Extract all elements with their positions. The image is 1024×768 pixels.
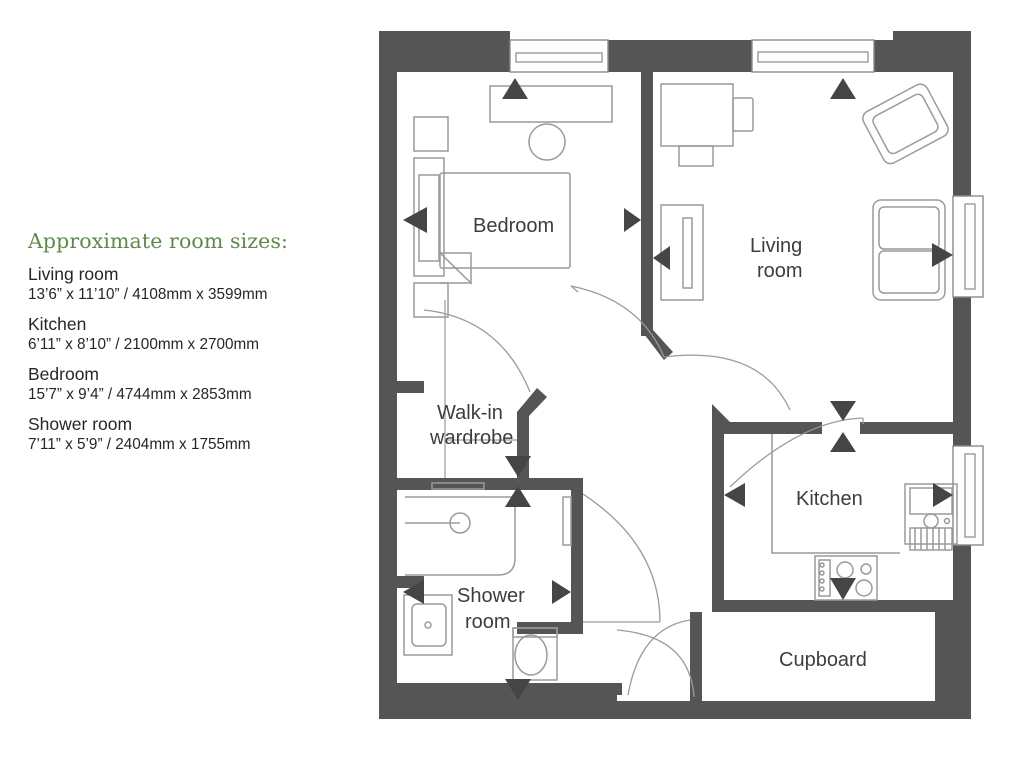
room-label-cupboard: Cupboard (779, 649, 867, 671)
room-label-bedroom: Bedroom (473, 215, 554, 237)
room-label-walkin-wardrobe-line2: wardrobe (429, 427, 513, 449)
room-size-entry-kitchen: Kitchen 6’11” x 8’10” / 2100mm x 2700mm (28, 314, 358, 355)
room-size-dims-living-room: 13’6” x 11’10” / 4108mm x 3599mm (28, 286, 268, 303)
room-size-entry-shower-room: Shower room 7’11” x 5’9” / 2404mm x 1755… (28, 414, 358, 455)
armchair (862, 83, 949, 165)
room-label-shower-room-line2: room (465, 611, 511, 633)
room-sizes-heading: Approximate room sizes: (28, 229, 289, 253)
dining-table-base (678, 145, 714, 167)
arrow-bedroom-width-left (403, 207, 427, 233)
kitchen-worktop (771, 434, 900, 554)
room-size-dims-shower-room: 7’11” x 5’9” / 2404mm x 1755mm (28, 436, 251, 453)
windows (509, 39, 984, 546)
room-size-dims-kitchen: 6’11” x 8’10” / 2100mm x 2700mm (28, 336, 259, 353)
wash-basin (403, 594, 453, 656)
dining-table (660, 83, 734, 147)
room-size-name-shower-room: Shower room (28, 414, 133, 434)
towel-rail (562, 496, 572, 546)
room-label-walkin-wardrobe-line1: Walk-in (437, 402, 503, 424)
arrow-shower-width-left (403, 580, 424, 604)
door-arc-entrance-hall (616, 629, 695, 698)
interior-walls (397, 72, 953, 701)
arrow-kitchen-width-right (933, 483, 953, 507)
shower-room-furniture (403, 482, 572, 681)
door-arc-living (663, 354, 791, 411)
arrow-kitchen-depth-top2 (830, 432, 856, 452)
toilet (512, 627, 558, 681)
door-arc-shower (582, 493, 661, 623)
room-size-entry-bedroom: Bedroom 15’7” x 9’4” / 4744mm x 2853mm (28, 364, 358, 405)
door-arc-cupboard (627, 619, 691, 696)
dressing-table (489, 85, 613, 123)
door-arc-walkin (423, 309, 531, 393)
room-label-living-room-line1: Living (750, 235, 802, 257)
door-arcs (423, 285, 864, 698)
arrow-shower-depth-bottom (505, 679, 531, 700)
bedside-table-left (413, 116, 449, 152)
bed-fold (438, 252, 472, 285)
arrow-shower-depth-top (505, 486, 531, 507)
arrow-kitchen-depth-bottom (830, 578, 856, 600)
arrow-bedroom-depth-top (502, 78, 528, 99)
door-arc-kitchen (729, 417, 864, 488)
kitchen-sink (904, 483, 958, 551)
bedroom-furniture (413, 85, 613, 318)
sofa (872, 199, 946, 301)
window-living-room-right (952, 195, 984, 298)
exterior-walls (379, 31, 971, 719)
arrow-living-width-right (932, 243, 953, 267)
dining-chair (732, 97, 754, 132)
door-arc-bedroom (570, 285, 665, 358)
window-kitchen-right (952, 445, 984, 546)
room-label-shower-room-line1: Shower (457, 585, 525, 607)
room-label-living-room-line2: room (757, 260, 803, 282)
bed (439, 172, 571, 269)
room-sizes-panel: Approximate room sizes: Living room 13’6… (28, 228, 358, 464)
room-label-kitchen: Kitchen (796, 488, 863, 510)
arrow-living-width-left (653, 246, 670, 270)
room-labels: Bedroom Living room Walk-in wardrobe Sho… (429, 215, 867, 671)
room-size-name-bedroom: Bedroom (28, 364, 100, 384)
dimension-arrows (403, 78, 953, 700)
arrow-living-depth-top (830, 78, 856, 99)
room-size-name-kitchen: Kitchen (28, 314, 87, 334)
arrow-shower-width-right (552, 580, 571, 604)
bedside-table-right (413, 282, 449, 318)
room-size-name-living-room: Living room (28, 264, 119, 284)
room-size-dims-bedroom: 15’7” x 9’4” / 4744mm x 2853mm (28, 386, 252, 403)
walkin-wardrobe-furniture (444, 300, 517, 478)
arrow-kitchen-depth-top (830, 401, 856, 421)
kitchen-furniture (771, 434, 958, 601)
round-stool (528, 123, 566, 161)
window-living-room-top (751, 39, 875, 73)
window-bedroom (509, 39, 609, 73)
arrow-bedroom-width-right (624, 208, 641, 232)
arrow-wardrobe-depth-bottom (505, 456, 531, 477)
room-size-entry-living-room: Living room 13’6” x 11’10” / 4108mm x 35… (28, 264, 358, 305)
shower-tray (405, 482, 516, 576)
living-room-furniture (660, 83, 949, 301)
arrow-kitchen-width-left (724, 483, 745, 507)
